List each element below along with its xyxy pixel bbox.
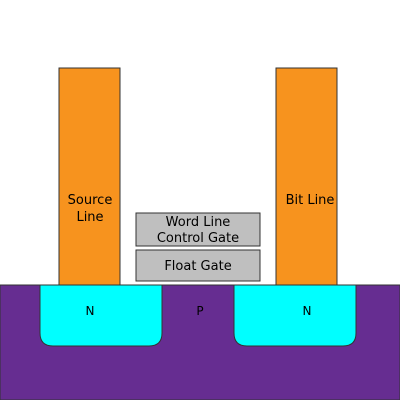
n-region-right-label: N bbox=[303, 304, 312, 318]
p-substrate-label: P bbox=[196, 304, 203, 318]
bit-line-electrode bbox=[275, 67, 338, 286]
float-gate-label: Float Gate bbox=[164, 259, 231, 274]
source-line-label-2: Line bbox=[76, 210, 103, 225]
float-gate bbox=[135, 249, 261, 282]
control-gate bbox=[135, 212, 261, 247]
bit-line-label: Bit Line bbox=[286, 193, 335, 208]
n-region-left bbox=[39, 284, 163, 347]
control-gate-label-1: Word Line bbox=[166, 215, 231, 230]
n-region-right bbox=[233, 284, 357, 347]
source-line-label-1: Source bbox=[68, 193, 113, 208]
source-line-electrode bbox=[58, 67, 121, 286]
control-gate-label-2: Control Gate bbox=[157, 231, 239, 246]
n-region-left-label: N bbox=[86, 304, 95, 318]
